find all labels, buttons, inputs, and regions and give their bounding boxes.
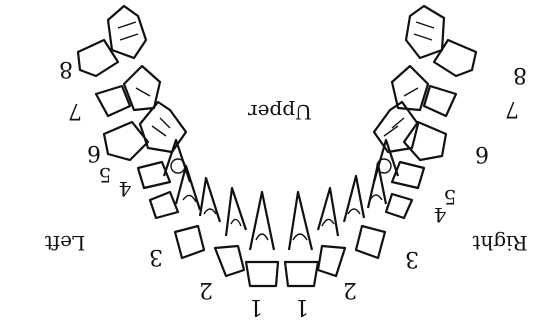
- left-number-7: 7: [68, 98, 82, 123]
- svg-text:7: 7: [68, 98, 82, 123]
- left-number-3: 3: [149, 244, 163, 269]
- right-number-5: 5: [444, 185, 457, 209]
- upper-label: Upper: [248, 100, 312, 124]
- right-canine: [344, 176, 385, 258]
- right-number-6: 6: [475, 141, 489, 166]
- svg-text:1: 1: [295, 294, 309, 319]
- svg-text:6: 6: [87, 140, 101, 165]
- svg-text:5: 5: [444, 185, 457, 209]
- right-label-text: Right: [472, 231, 527, 255]
- left-number-1: 1: [249, 294, 263, 319]
- upper-label-text: Upper: [248, 100, 312, 124]
- right-central-incisor: [285, 192, 318, 286]
- left-label: Left: [45, 231, 86, 255]
- left-number-2: 2: [199, 277, 213, 302]
- left-first-molar: [104, 102, 186, 160]
- svg-text:6: 6: [475, 141, 489, 166]
- left-label-text: Left: [45, 231, 86, 255]
- left-second-molar: [96, 66, 160, 116]
- left-third-molar: [78, 6, 146, 76]
- right-number-8: 8: [513, 62, 527, 87]
- right-third-molar: [406, 6, 476, 76]
- left-number-5: 5: [99, 163, 112, 187]
- left-number-4: 4: [119, 177, 132, 201]
- svg-text:7: 7: [505, 96, 519, 121]
- left-number-6: 6: [87, 140, 101, 165]
- teeth-arch: [78, 6, 476, 286]
- svg-text:5: 5: [99, 163, 112, 187]
- right-lateral-incisor: [318, 188, 345, 276]
- svg-text:3: 3: [149, 244, 163, 269]
- left-lateral-incisor: [215, 188, 246, 276]
- svg-text:2: 2: [199, 277, 213, 302]
- left-number-8: 8: [59, 56, 73, 81]
- svg-text:8: 8: [513, 62, 527, 87]
- right-number-3: 3: [405, 246, 419, 271]
- right-label: Right: [472, 231, 527, 255]
- left-central-incisor: [246, 192, 278, 286]
- svg-text:8: 8: [59, 56, 73, 81]
- left-canine: [175, 178, 220, 258]
- svg-text:3: 3: [405, 246, 419, 271]
- svg-text:1: 1: [249, 294, 263, 319]
- right-number-7: 7: [505, 96, 519, 121]
- right-first-premolar: [368, 164, 412, 218]
- right-number-1: 1: [295, 294, 309, 319]
- left-first-premolar: [150, 166, 200, 218]
- right-number-2: 2: [343, 277, 357, 302]
- svg-text:2: 2: [343, 277, 357, 302]
- right-second-molar: [392, 66, 456, 116]
- svg-text:4: 4: [119, 177, 132, 201]
